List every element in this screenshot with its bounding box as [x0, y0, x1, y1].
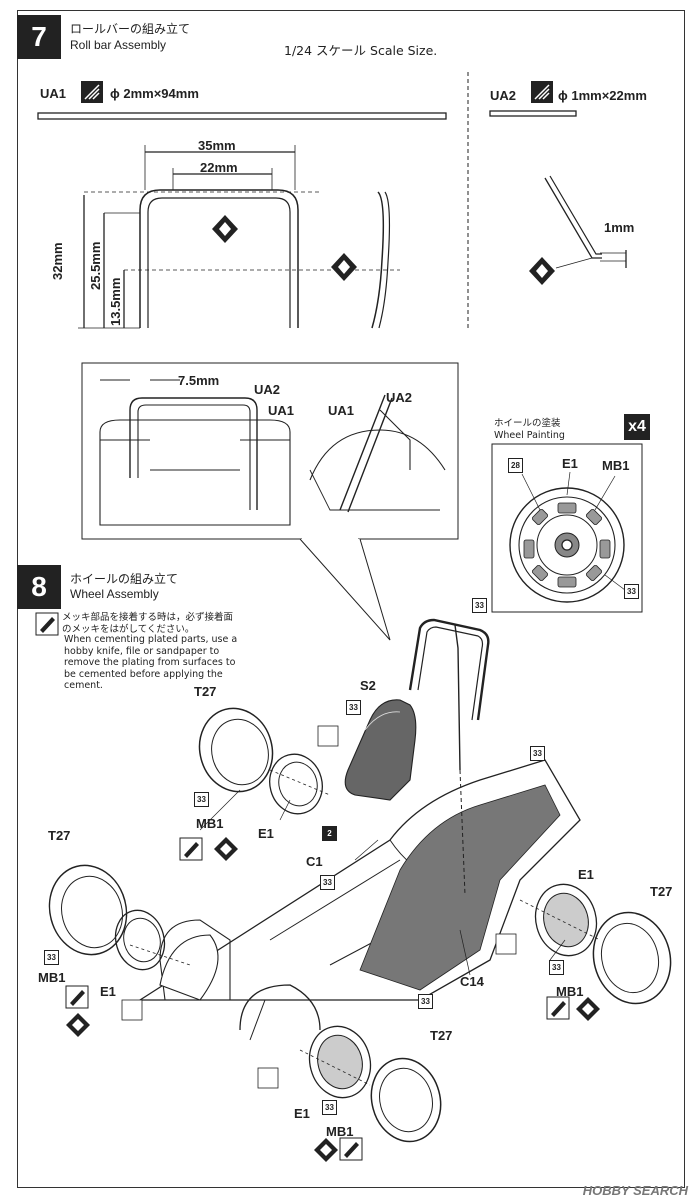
color-code-33-wheel-d: 33 — [322, 1100, 337, 1115]
step8-title-en: Wheel Assembly — [70, 587, 159, 601]
step7-title-jp: ロールバーの組み立て — [70, 22, 191, 36]
ua1-code: UA1 — [40, 86, 67, 101]
color-code-28: 28 — [508, 458, 523, 473]
color-code-33: 33 — [624, 584, 639, 599]
wheel-paint-jp: ホイールの塗装 — [494, 418, 561, 429]
detail-ua2-a: UA2 — [254, 382, 281, 397]
label-t27-c: T27 — [650, 884, 673, 899]
color-code-33-body: 33 — [530, 746, 545, 761]
dim-22-label: 22mm — [200, 160, 238, 175]
ua1-spec: ϕ 2mm×94mm — [110, 86, 199, 101]
label-mb1-d: MB1 — [326, 1124, 354, 1139]
chassis-floor — [137, 759, 581, 1001]
label-c1: C1 — [306, 854, 323, 869]
color-code-33-wheel-a: 33 — [194, 792, 209, 807]
ua2-spec: ϕ 1mm×22mm — [558, 88, 647, 103]
dim-255-label: 25.5mm — [88, 241, 103, 290]
step7-title-en: Roll bar Assembly — [70, 38, 167, 52]
dim-135-label: 13.5mm — [108, 277, 123, 326]
color-code-33-wheel-b: 33 — [44, 950, 59, 965]
wheel-mb1-label: MB1 — [602, 458, 630, 473]
wheel-paint-en: Wheel Painting — [494, 430, 565, 441]
scale-note: 1/24 スケール Scale Size. — [284, 43, 438, 58]
watermark: HOBBY SEARCH — [582, 1183, 688, 1198]
detail-ua2-b: UA2 — [386, 390, 413, 405]
instruction-page — [17, 10, 685, 1188]
label-t27-a: T27 — [194, 684, 217, 699]
label-e1-d: E1 — [294, 1106, 310, 1121]
plating-note-en: When cementing plated parts, use a hobby… — [64, 634, 238, 691]
wheel-paint-box — [491, 443, 643, 613]
label-mb1-a: MB1 — [196, 816, 224, 831]
color-code-33-wheel-c: 33 — [549, 960, 564, 975]
ua1-rod — [37, 112, 447, 120]
ua2-rod — [489, 110, 577, 117]
plating-note-jp: メッキ部品を接着する時は，必ず接着面のメッキをはがしてください。 — [62, 612, 234, 635]
detail-box — [81, 362, 459, 540]
color-code-2: 2 — [322, 826, 337, 841]
color-code-33-seat: 33 — [346, 700, 361, 715]
label-e1-a: E1 — [258, 826, 274, 841]
color-code-33-rollbar: 33 — [472, 598, 487, 613]
label-e1-c: E1 — [578, 867, 594, 882]
detail-ua1-b: UA1 — [328, 403, 355, 418]
step8-title-jp: ホイールの組み立て — [70, 572, 179, 586]
color-code-33-floor: 33 — [418, 994, 433, 1009]
label-c14: C14 — [460, 974, 484, 989]
ua2-code: UA2 — [490, 88, 517, 103]
label-t27-d: T27 — [430, 1028, 453, 1043]
detail-ua1-a: UA1 — [268, 403, 295, 418]
label-t27-b: T27 — [48, 828, 71, 843]
dim-75-label: 7.5mm — [178, 373, 220, 388]
step-number-8: 8 — [17, 565, 61, 609]
label-mb1-c: MB1 — [556, 984, 584, 999]
color-code-33-c1: 33 — [320, 875, 335, 890]
rollbar-front — [139, 189, 299, 328]
dim-35-label: 35mm — [198, 138, 236, 153]
wheel-e1-label: E1 — [562, 456, 578, 471]
label-s2: S2 — [360, 678, 376, 693]
quantity-badge: x4 — [624, 414, 650, 440]
step-number-7: 7 — [17, 15, 61, 59]
dim-32-label: 32mm — [50, 242, 65, 280]
dim-1-label: 1mm — [604, 220, 635, 235]
label-mb1-b: MB1 — [38, 970, 66, 985]
label-e1-b: E1 — [100, 984, 116, 999]
arrow-markers — [212, 215, 555, 285]
